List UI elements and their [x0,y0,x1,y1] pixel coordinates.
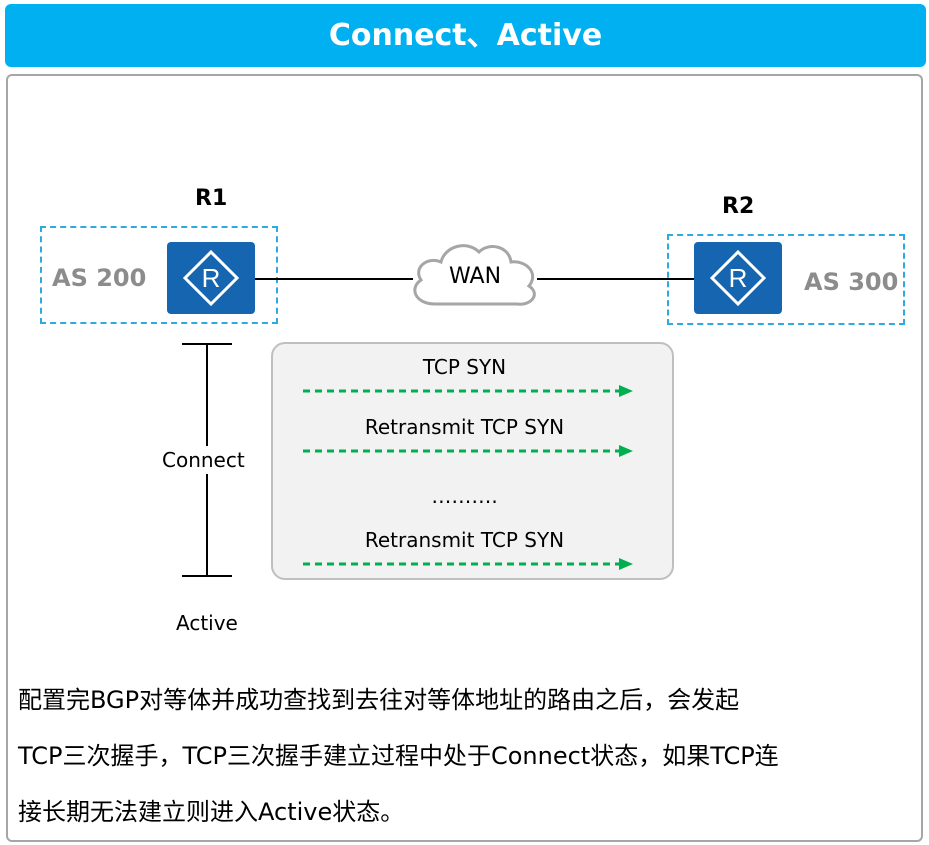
svg-text:R: R [729,263,748,293]
router-r1-icon: R [167,242,255,314]
wan-label: WAN [448,264,502,289]
link-wan-r2 [537,278,695,280]
syn-arrow [303,445,633,457]
tcp-syn-sequence-panel: TCP SYN Retransmit TCP SYN ………. Retransm… [271,342,674,580]
syn-arrow [303,558,633,570]
as-200-label: AS 200 [52,264,147,292]
link-r1-wan [255,278,413,280]
state-connect-label: Connect [162,446,245,474]
state-active-label: Active [176,609,238,637]
message-label: Retransmit TCP SYN [364,415,565,439]
syn-arrow [303,385,633,397]
message-label: Retransmit TCP SYN [364,528,565,552]
as-200-boundary [40,226,278,324]
description-line: 配置完BGP对等体并成功查找到去往对等体地址的路由之后，会发起 [18,686,740,714]
description-line: TCP三次握手，TCP三次握手建立过程中处于Connect状态，如果TCP连 [18,742,779,770]
svg-text:R: R [202,263,221,293]
ellipsis-label: ………. [431,484,498,508]
wan-cloud-icon [413,244,536,306]
description-text: 配置完BGP对等体并成功查找到去往对等体地址的路由之后，会发起 TCP三次握手，… [18,672,918,840]
r1-label: R1 [195,186,228,211]
description-line: 接长期无法建立则进入Active状态。 [18,798,405,826]
r2-label: R2 [722,194,755,219]
message-label: TCP SYN [422,355,507,379]
router-r2-icon: R [694,242,782,314]
page-title: Connect、Active [5,4,926,67]
as-300-label: AS 300 [804,268,899,296]
